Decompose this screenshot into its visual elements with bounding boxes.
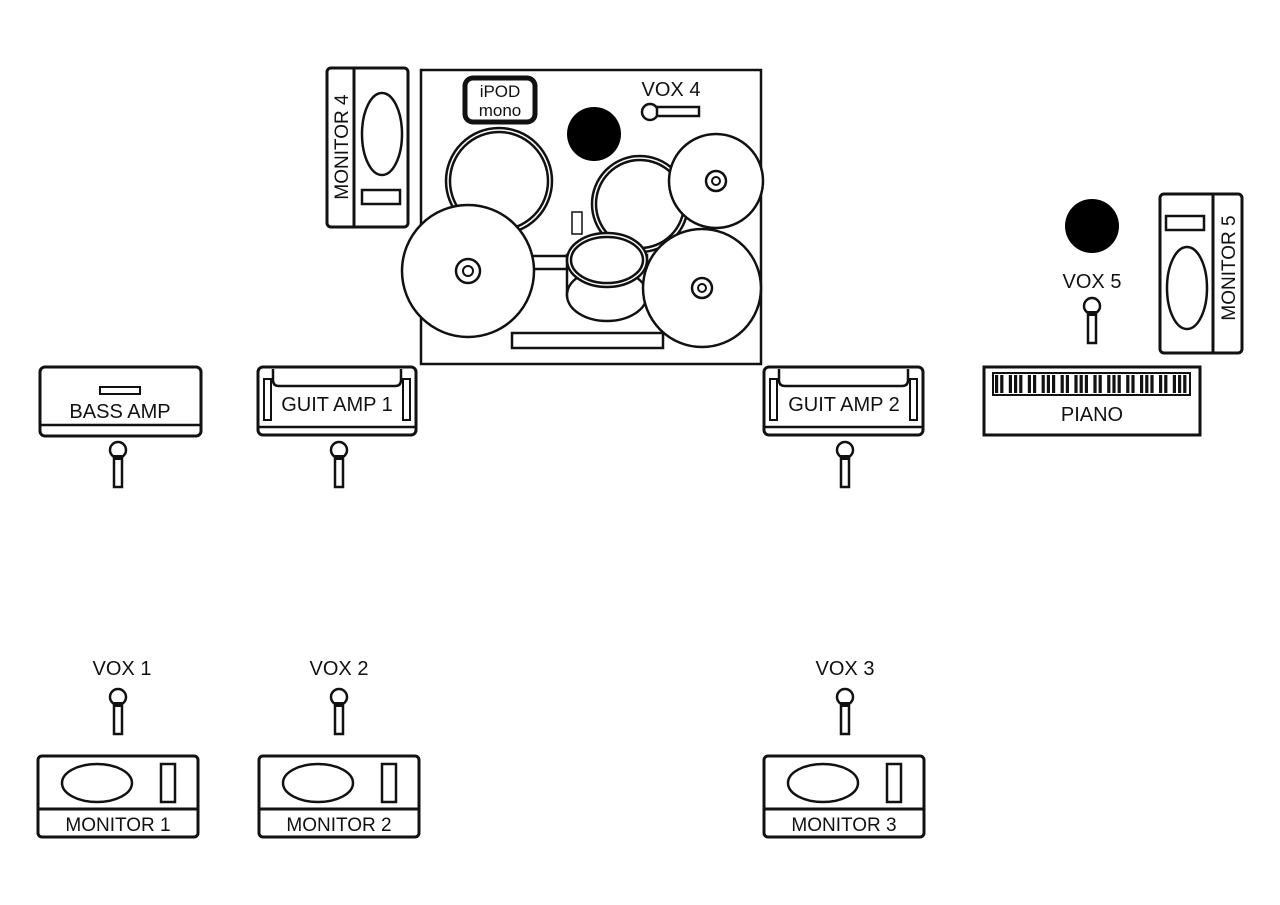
piano-black-key xyxy=(1178,375,1182,393)
guit-amp1-label: GUIT AMP 1 xyxy=(281,394,393,416)
piano-black-key xyxy=(1079,375,1083,393)
guit-amp-2: GUIT AMP 2 xyxy=(762,365,925,437)
piano-black-key xyxy=(1014,375,1018,393)
piano-black-key xyxy=(1140,375,1144,393)
piano-black-key xyxy=(1107,375,1111,393)
drum-riser: iPOD mono VOX 4 xyxy=(400,68,765,366)
keyboard-icon xyxy=(995,375,1187,393)
vox5-microphone-icon xyxy=(1082,296,1102,345)
piano-black-key xyxy=(1117,375,1121,393)
piano-black-key xyxy=(1019,375,1023,393)
wedge-monitor-icon xyxy=(1165,245,1209,331)
piano-black-key xyxy=(1027,375,1031,393)
guit-amp2-label: GUIT AMP 2 xyxy=(788,394,900,416)
ipod-box: iPOD mono xyxy=(462,75,538,125)
monitor1-label: MONITOR 1 xyxy=(65,815,170,836)
amplifier-icon xyxy=(762,365,925,437)
monitor-1: MONITOR 1 xyxy=(36,754,200,839)
piano-black-key xyxy=(1074,375,1078,393)
piano-black-key xyxy=(1172,375,1176,393)
guit-amp2-microphone-icon xyxy=(835,440,855,489)
piano-black-key xyxy=(1065,375,1069,393)
monitor5-label: MONITOR 5 xyxy=(1219,215,1240,320)
piano-label: PIANO xyxy=(1061,404,1123,426)
piano-black-key xyxy=(1183,375,1187,393)
vox3-label: VOX 3 xyxy=(816,658,875,680)
keyboardist-position xyxy=(1065,199,1119,253)
drum-kit-icon xyxy=(400,126,765,350)
ipod-label-line1: iPOD xyxy=(480,82,521,101)
piano-black-key xyxy=(1033,375,1037,393)
vox1-label: VOX 1 xyxy=(93,658,152,680)
drummer-position xyxy=(567,107,621,161)
piano-black-key xyxy=(1098,375,1102,393)
piano-black-key xyxy=(1131,375,1135,393)
monitor3-label: MONITOR 3 xyxy=(791,815,896,836)
amplifier-icon xyxy=(256,365,418,437)
piano-black-key xyxy=(1164,375,1168,393)
piano-black-key xyxy=(995,375,999,393)
vox1-microphone-icon xyxy=(108,687,128,736)
bass-amp: BASS AMP xyxy=(38,365,203,438)
monitor-4: MONITOR 4 xyxy=(325,66,410,229)
vox4-microphone-icon xyxy=(640,102,701,122)
bass-amp-label: BASS AMP xyxy=(69,401,170,423)
piano-black-key xyxy=(1159,375,1163,393)
ipod-label-line2: mono xyxy=(479,101,522,120)
amplifier-icon xyxy=(38,365,203,438)
piano-black-key xyxy=(1084,375,1088,393)
vox2-microphone-icon xyxy=(329,687,349,736)
piano-black-key xyxy=(1000,375,1004,393)
piano-black-key xyxy=(1046,375,1050,393)
wedge-monitor-icon xyxy=(281,762,355,804)
guit-amp-1: GUIT AMP 1 xyxy=(256,365,418,437)
monitor-3: MONITOR 3 xyxy=(762,754,926,839)
piano-black-key xyxy=(1008,375,1012,393)
piano-black-key xyxy=(1126,375,1130,393)
bass-amp-microphone-icon xyxy=(108,440,128,489)
piano-black-key xyxy=(1052,375,1056,393)
monitor-5: MONITOR 5 xyxy=(1158,192,1244,355)
piano-black-key xyxy=(1060,375,1064,393)
vox3-microphone-icon xyxy=(835,687,855,736)
piano-black-key xyxy=(1112,375,1116,393)
piano-black-key xyxy=(1150,375,1154,393)
piano-black-key xyxy=(1041,375,1045,393)
vox4-label: VOX 4 xyxy=(642,79,701,101)
guit-amp1-microphone-icon xyxy=(329,440,349,489)
piano-black-key xyxy=(1093,375,1097,393)
wedge-monitor-icon xyxy=(360,91,404,177)
piano-black-key xyxy=(1145,375,1149,393)
wedge-monitor-icon xyxy=(786,762,860,804)
vox5-label: VOX 5 xyxy=(1063,271,1122,293)
monitor4-label: MONITOR 4 xyxy=(332,94,353,200)
piano: PIANO xyxy=(982,365,1202,437)
vox2-label: VOX 2 xyxy=(310,658,369,680)
monitor-2: MONITOR 2 xyxy=(257,754,421,839)
wedge-monitor-icon xyxy=(60,762,134,804)
monitor2-label: MONITOR 2 xyxy=(286,815,391,836)
